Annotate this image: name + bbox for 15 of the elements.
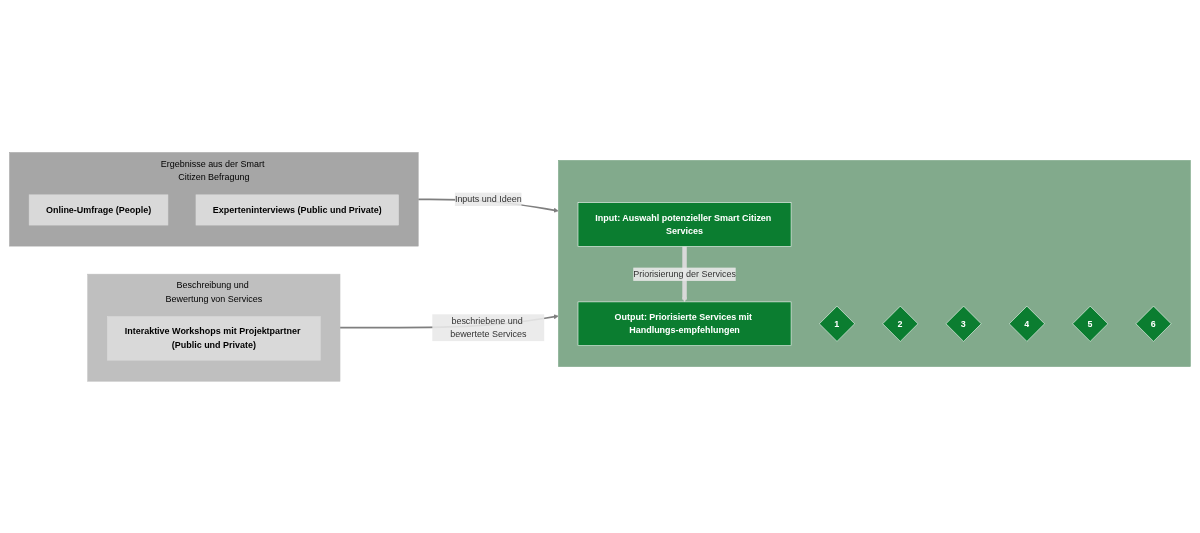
- node-box: Interaktive Workshops mit Projektpartner (Public und Private): [107, 315, 321, 361]
- node-diamond: 6: [1135, 305, 1172, 342]
- node-box: Experteninterviews (Public und Private): [195, 194, 399, 225]
- node-diamond: 5: [1072, 305, 1109, 342]
- node-box: Online-Umfrage (People): [28, 194, 169, 225]
- edge-label: beschriebene und bewertete Services: [450, 315, 527, 339]
- node-box: Output: Priorisierte Services mit Handlungs-empfehlungen: [577, 301, 792, 346]
- node-diamond: 1: [819, 305, 855, 342]
- node-diamond: 3: [945, 305, 982, 342]
- node-box: Input: Auswahl potenzieller Smart Citizen Services: [577, 202, 792, 247]
- node-diamond: 2: [882, 305, 919, 342]
- cluster: [558, 159, 1191, 367]
- edge-label: Priorisierung der Services: [633, 268, 736, 279]
- node-diamond: 4: [1009, 305, 1045, 342]
- edge-label: Inputs und Ideen: [454, 193, 522, 204]
